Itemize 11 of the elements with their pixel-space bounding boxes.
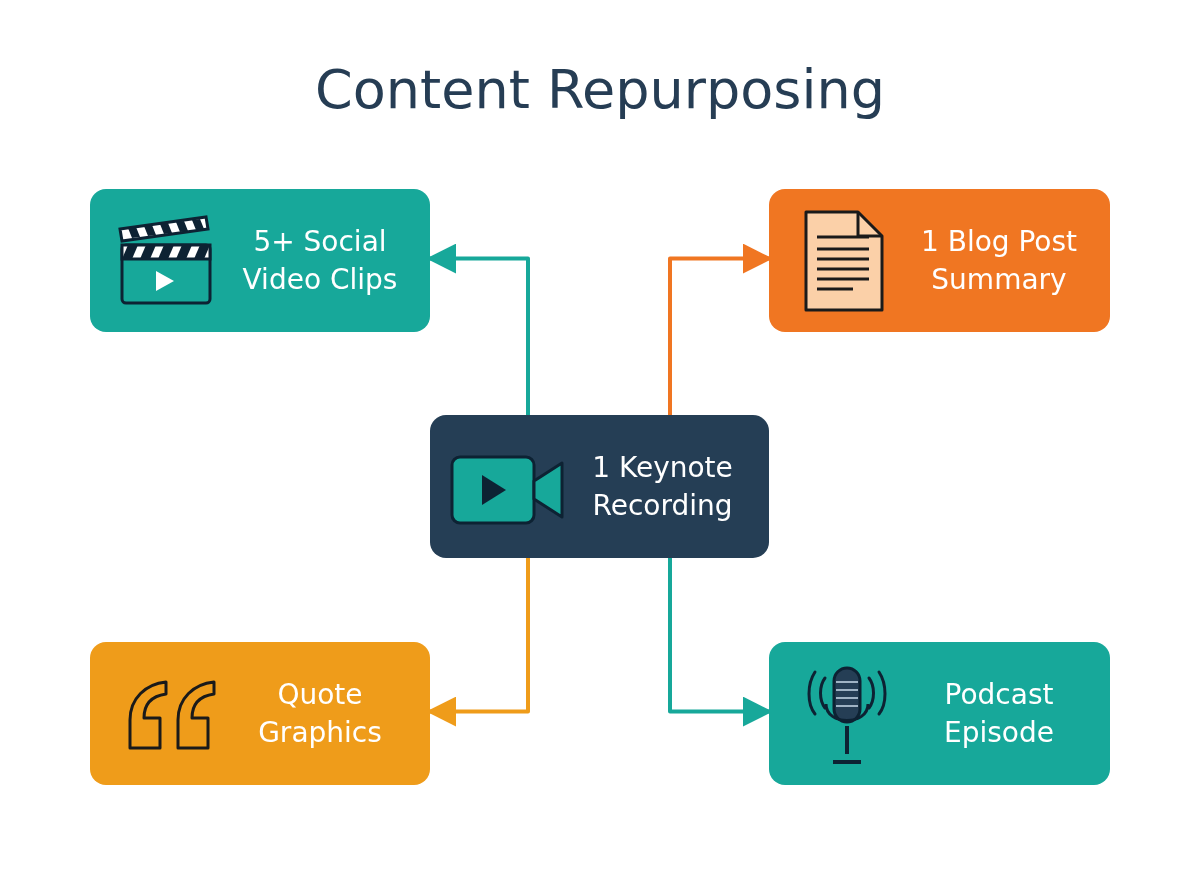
node-label: Podcast Episode (943, 677, 1055, 751)
diagram-title: Content Repurposing (314, 58, 886, 121)
process-box (90, 189, 430, 332)
node-label: Quote Graphics (257, 677, 383, 751)
process-box (769, 642, 1110, 785)
process-box (90, 642, 430, 785)
node-label: 5+ Social Video Clips (241, 224, 399, 298)
node-label: 1 Keynote Recording (591, 450, 734, 524)
process-box (430, 415, 769, 558)
node-label: 1 Blog Post Summary (919, 224, 1079, 298)
process-box (769, 189, 1110, 332)
